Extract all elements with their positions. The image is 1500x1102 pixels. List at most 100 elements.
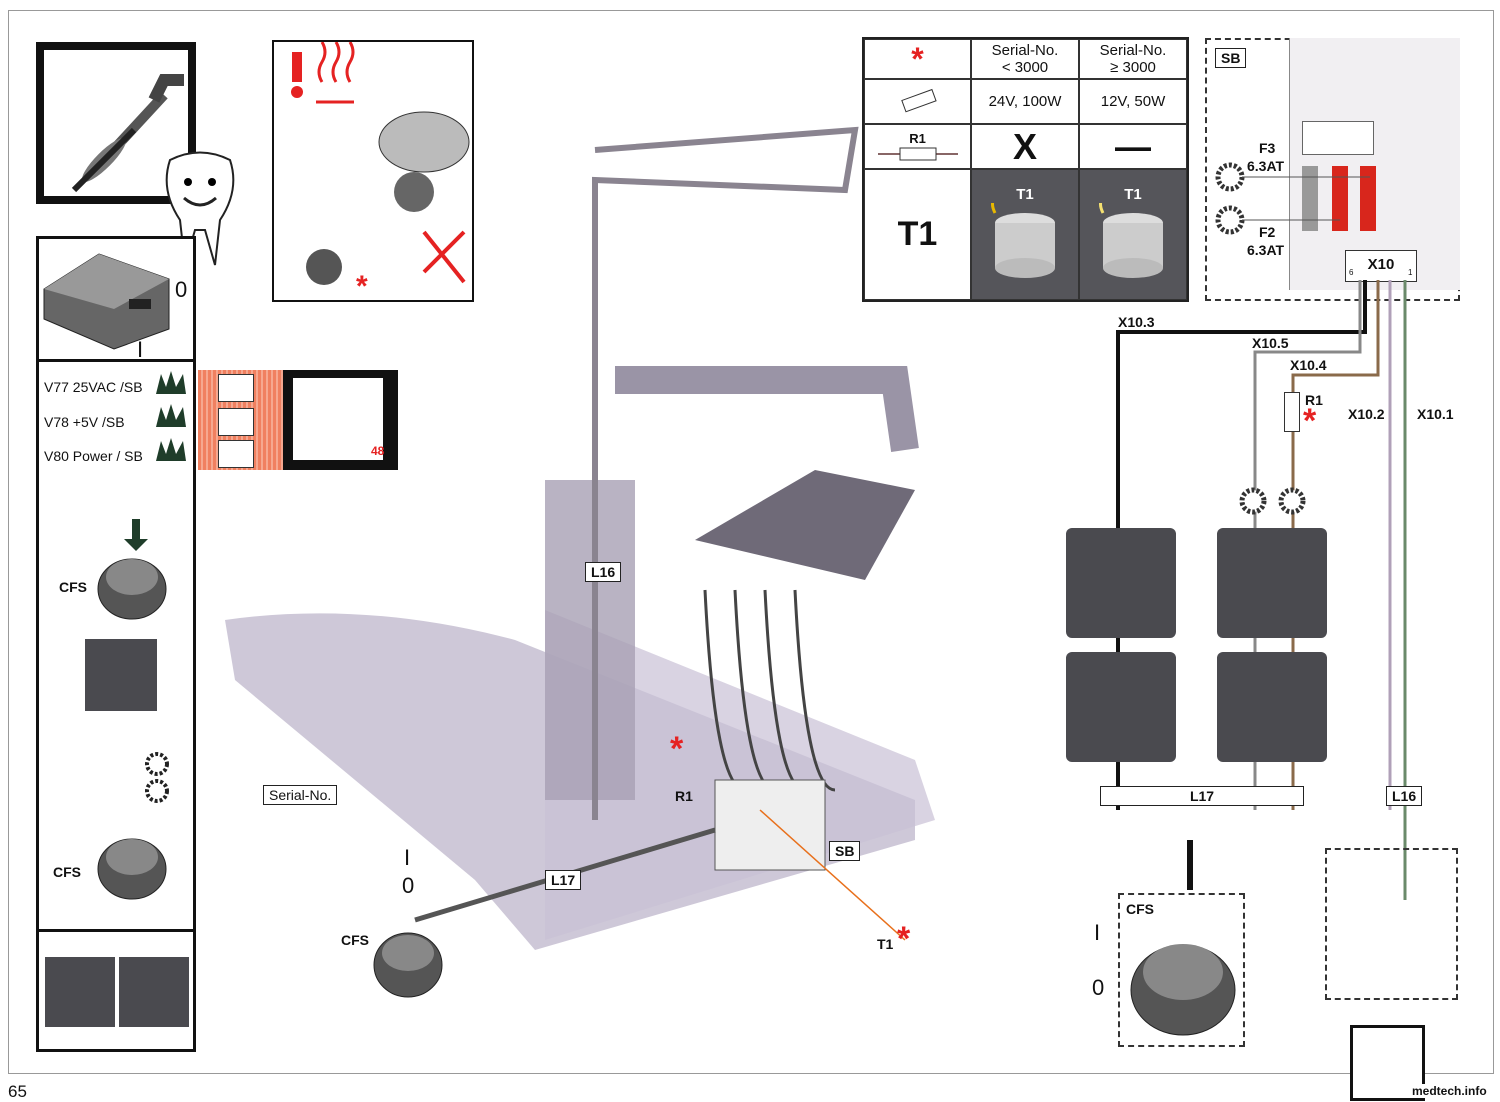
chair-sb-label: SB bbox=[829, 841, 861, 861]
led-icon bbox=[218, 408, 254, 436]
transformer-icon bbox=[991, 203, 1055, 278]
chair-r1-marker: * bbox=[670, 730, 684, 768]
manual-reference[interactable]: 48 bbox=[283, 370, 398, 470]
col-header-serial-lt-3000: Serial-No. < 3000 bbox=[971, 39, 1079, 79]
led-label-v77: V77 25VAC /SB bbox=[44, 379, 143, 395]
connector-x10: X10 bbox=[1345, 250, 1417, 282]
led-icon bbox=[218, 374, 254, 402]
cfs-label: CFS bbox=[1126, 901, 1154, 917]
r1-resistor-cell: R1 bbox=[864, 124, 971, 169]
foot-switch-icon bbox=[97, 519, 167, 620]
led-label-v80: V80 Power / SB bbox=[44, 448, 143, 464]
book-icon bbox=[293, 378, 383, 460]
lamp-on-thumbnail bbox=[85, 639, 157, 711]
pin-1-label: 1 bbox=[1408, 268, 1413, 277]
switch-on-label: I bbox=[137, 337, 144, 362]
lamp-state-bright bbox=[1217, 528, 1327, 638]
off-label: 0 bbox=[1092, 975, 1105, 1000]
lamp-state-dim bbox=[1217, 652, 1327, 762]
fuse-f2[interactable] bbox=[1332, 166, 1348, 231]
lamp-handle-detail bbox=[1325, 848, 1458, 1000]
wire-x10-1: X10.1 bbox=[1417, 406, 1454, 422]
fuse-f3[interactable] bbox=[1360, 166, 1376, 231]
resistor-r1 bbox=[1284, 392, 1300, 432]
brightness-icons bbox=[145, 752, 169, 803]
t1-row-label: T1 bbox=[864, 169, 971, 300]
watermark: medtech.info bbox=[1412, 1084, 1487, 1098]
fuse-f4 bbox=[1302, 166, 1318, 231]
r1-label: R1 bbox=[909, 131, 926, 146]
f2-label: F2 bbox=[1259, 224, 1276, 240]
transformer-lt-3000: T1 bbox=[971, 169, 1079, 300]
page-number: 65 bbox=[8, 1082, 27, 1101]
chair-cable-l17: L17 bbox=[545, 870, 582, 890]
r1-absent-ge-3000: — bbox=[1079, 124, 1187, 169]
halogen-lamp-icon bbox=[864, 79, 971, 124]
r1-wire-label: R1 bbox=[1305, 392, 1323, 408]
wire-x10-3: X10.3 bbox=[1118, 314, 1155, 330]
table-marker: * bbox=[864, 39, 971, 79]
foot-switch-icon-2 bbox=[97, 838, 167, 900]
dim-light-icon bbox=[1215, 205, 1245, 235]
cable-l16: L16 bbox=[1386, 786, 1423, 806]
t1-label: T1 bbox=[1016, 186, 1034, 203]
hot-lamp-warning: * bbox=[272, 40, 474, 303]
led-highlight-strip bbox=[198, 370, 283, 470]
lamp-state-on bbox=[1066, 528, 1176, 638]
wire-x10-4: X10.4 bbox=[1290, 357, 1327, 373]
r1-marker: * bbox=[1303, 402, 1317, 440]
t1-label: T1 bbox=[1124, 186, 1142, 203]
cfs-label: CFS bbox=[59, 579, 87, 595]
sb-label: SB bbox=[1215, 48, 1247, 68]
f2-rating: 6.3AT bbox=[1247, 242, 1285, 258]
transformer-ge-3000: T1 bbox=[1079, 169, 1187, 300]
procedure-panel: 0 I V77 25VAC /SB V78 +5V /SB V80 Power … bbox=[36, 236, 196, 1052]
sb-board-detail: SB X10 6 1 F3 6.3AT F2 6.3AT bbox=[1205, 38, 1460, 301]
lamp-spec-table: * Serial-No. < 3000 Serial-No. ≥ 3000 24… bbox=[862, 37, 1189, 302]
cfs-label-2: CFS bbox=[53, 864, 81, 880]
lamp-spec-ge-3000: 12V, 50W bbox=[1079, 79, 1187, 124]
r1-present-lt-3000: X bbox=[971, 124, 1079, 169]
brightness-switch-icons bbox=[1239, 487, 1306, 515]
foot-switch-detail: CFS bbox=[1118, 893, 1245, 1047]
on-label: I bbox=[1094, 920, 1101, 945]
switch-off-label: 0 bbox=[175, 277, 188, 302]
connector-x1 bbox=[1302, 121, 1374, 155]
chair-t1-marker: * bbox=[897, 920, 911, 958]
circuit-board: X10 6 1 bbox=[1289, 38, 1460, 290]
page-frame bbox=[8, 10, 1494, 1074]
chair-foot-switch-icon bbox=[373, 932, 443, 998]
chair-t1-label: T1 bbox=[877, 936, 894, 952]
bright-light-icon bbox=[1215, 162, 1245, 192]
transformer-icon bbox=[1099, 203, 1163, 278]
lamp-spec-lt-3000: 24V, 100W bbox=[971, 79, 1079, 124]
lamp-state-off bbox=[1066, 652, 1176, 762]
control-box-illustration bbox=[43, 253, 170, 350]
col-header-serial-ge-3000: Serial-No. ≥ 3000 bbox=[1079, 39, 1187, 79]
chair-off-label: 0 bbox=[402, 873, 415, 898]
cable-l17: L17 bbox=[1100, 786, 1304, 806]
chair-on-label: I bbox=[404, 845, 411, 870]
pin-6-label: 6 bbox=[1349, 268, 1354, 277]
led-lit-icons bbox=[156, 371, 186, 461]
lamp-handle-icon bbox=[71, 74, 184, 193]
wire-x10-5: X10.5 bbox=[1252, 335, 1289, 351]
dental-chair-illustration bbox=[225, 126, 935, 950]
led-label-v78: V78 +5V /SB bbox=[44, 414, 125, 430]
serial-no-plate-label: Serial-No. bbox=[263, 785, 338, 805]
lamp-bright-thumbnail bbox=[45, 957, 115, 1027]
foot-switch-icon bbox=[1130, 944, 1236, 1036]
f3-label: F3 bbox=[1259, 140, 1276, 156]
lamp-dim-thumbnail bbox=[119, 957, 189, 1027]
fuse-pointer-lines bbox=[1215, 162, 1370, 235]
led-icon bbox=[218, 440, 254, 468]
wire-x10-2: X10.2 bbox=[1348, 406, 1385, 422]
manual-page-ref: 48 bbox=[371, 444, 385, 458]
resistor-icon bbox=[877, 147, 958, 161]
hot-warning-illustration bbox=[291, 41, 470, 285]
chair-cfs-label: CFS bbox=[341, 932, 369, 948]
chair-cable-l16: L16 bbox=[585, 562, 622, 582]
chair-r1-label: R1 bbox=[675, 788, 693, 804]
spec-marker: * bbox=[356, 270, 368, 303]
f3-rating: 6.3AT bbox=[1247, 158, 1285, 174]
